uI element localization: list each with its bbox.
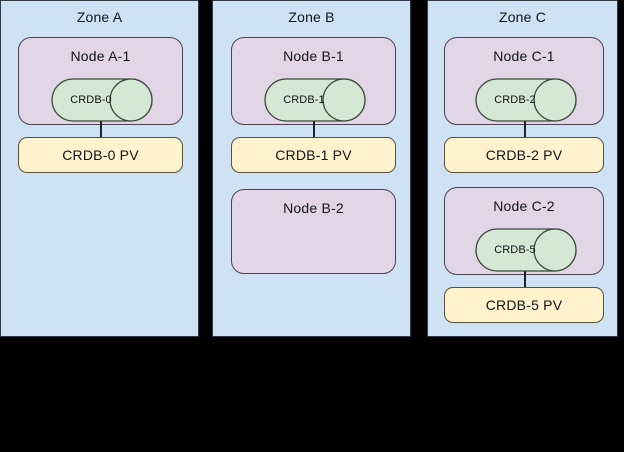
node-c-1-title: Node C-1 [493, 48, 555, 64]
database-cylinder-crdb-5[interactable]: CRDB-5 [475, 228, 577, 272]
connector-node-b-1-to-pv [313, 121, 315, 140]
database-label-crdb-1: CRDB-1 [283, 94, 325, 106]
database-cylinder-crdb-2[interactable]: CRDB-2 [475, 78, 577, 122]
node-c-1[interactable]: Node C-1 CRDB-2 [444, 37, 604, 125]
node-c-2-title: Node C-2 [493, 198, 555, 214]
pv-crdb-0-label: CRDB-0 PV [62, 147, 139, 163]
database-cylinder-crdb-0[interactable]: CRDB-0 [51, 78, 153, 122]
database-label-crdb-2: CRDB-2 [494, 94, 536, 106]
node-a-1-title: Node A-1 [70, 48, 131, 64]
pv-crdb-1[interactable]: CRDB-1 PV [231, 137, 396, 173]
node-b-1[interactable]: Node B-1 CRDB-1 [231, 37, 396, 125]
zone-b[interactable]: Zone B Node B-1 CRDB-1 CRDB-1 PV Node B-… [212, 0, 411, 337]
zone-c[interactable]: Zone C Node C-1 CRDB-2 CRDB-2 PV Node C-… [427, 0, 618, 337]
connector-node-c-1-to-pv [524, 121, 526, 140]
zone-a-title: Zone A [76, 9, 123, 25]
pv-crdb-2-label: CRDB-2 PV [485, 147, 563, 163]
database-cylinder-crdb-1[interactable]: CRDB-1 [264, 78, 366, 122]
connector-node-a-1-to-pv [100, 121, 102, 140]
node-b-2-title: Node B-2 [283, 200, 344, 216]
pv-crdb-0[interactable]: CRDB-0 PV [18, 137, 183, 173]
node-b-2[interactable]: Node B-2 [231, 189, 396, 274]
connector-node-c-2-to-pv [524, 271, 526, 290]
node-a-1[interactable]: Node A-1 CRDB-0 [18, 37, 183, 125]
node-b-1-title: Node B-1 [283, 48, 344, 64]
database-label-crdb-5: CRDB-5 [494, 244, 536, 256]
zone-b-title: Zone B [288, 9, 335, 25]
database-label-crdb-0: CRDB-0 [70, 94, 112, 106]
zone-a[interactable]: Zone A Node A-1 CRDB-0 CRDB-0 PV [0, 0, 199, 337]
pv-crdb-5[interactable]: CRDB-5 PV [444, 287, 604, 323]
pv-crdb-1-label: CRDB-1 PV [275, 147, 352, 163]
pv-crdb-2[interactable]: CRDB-2 PV [444, 137, 604, 173]
pv-crdb-5-label: CRDB-5 PV [485, 297, 563, 313]
zone-c-title: Zone C [498, 9, 547, 25]
node-c-2[interactable]: Node C-2 CRDB-5 [444, 187, 604, 275]
